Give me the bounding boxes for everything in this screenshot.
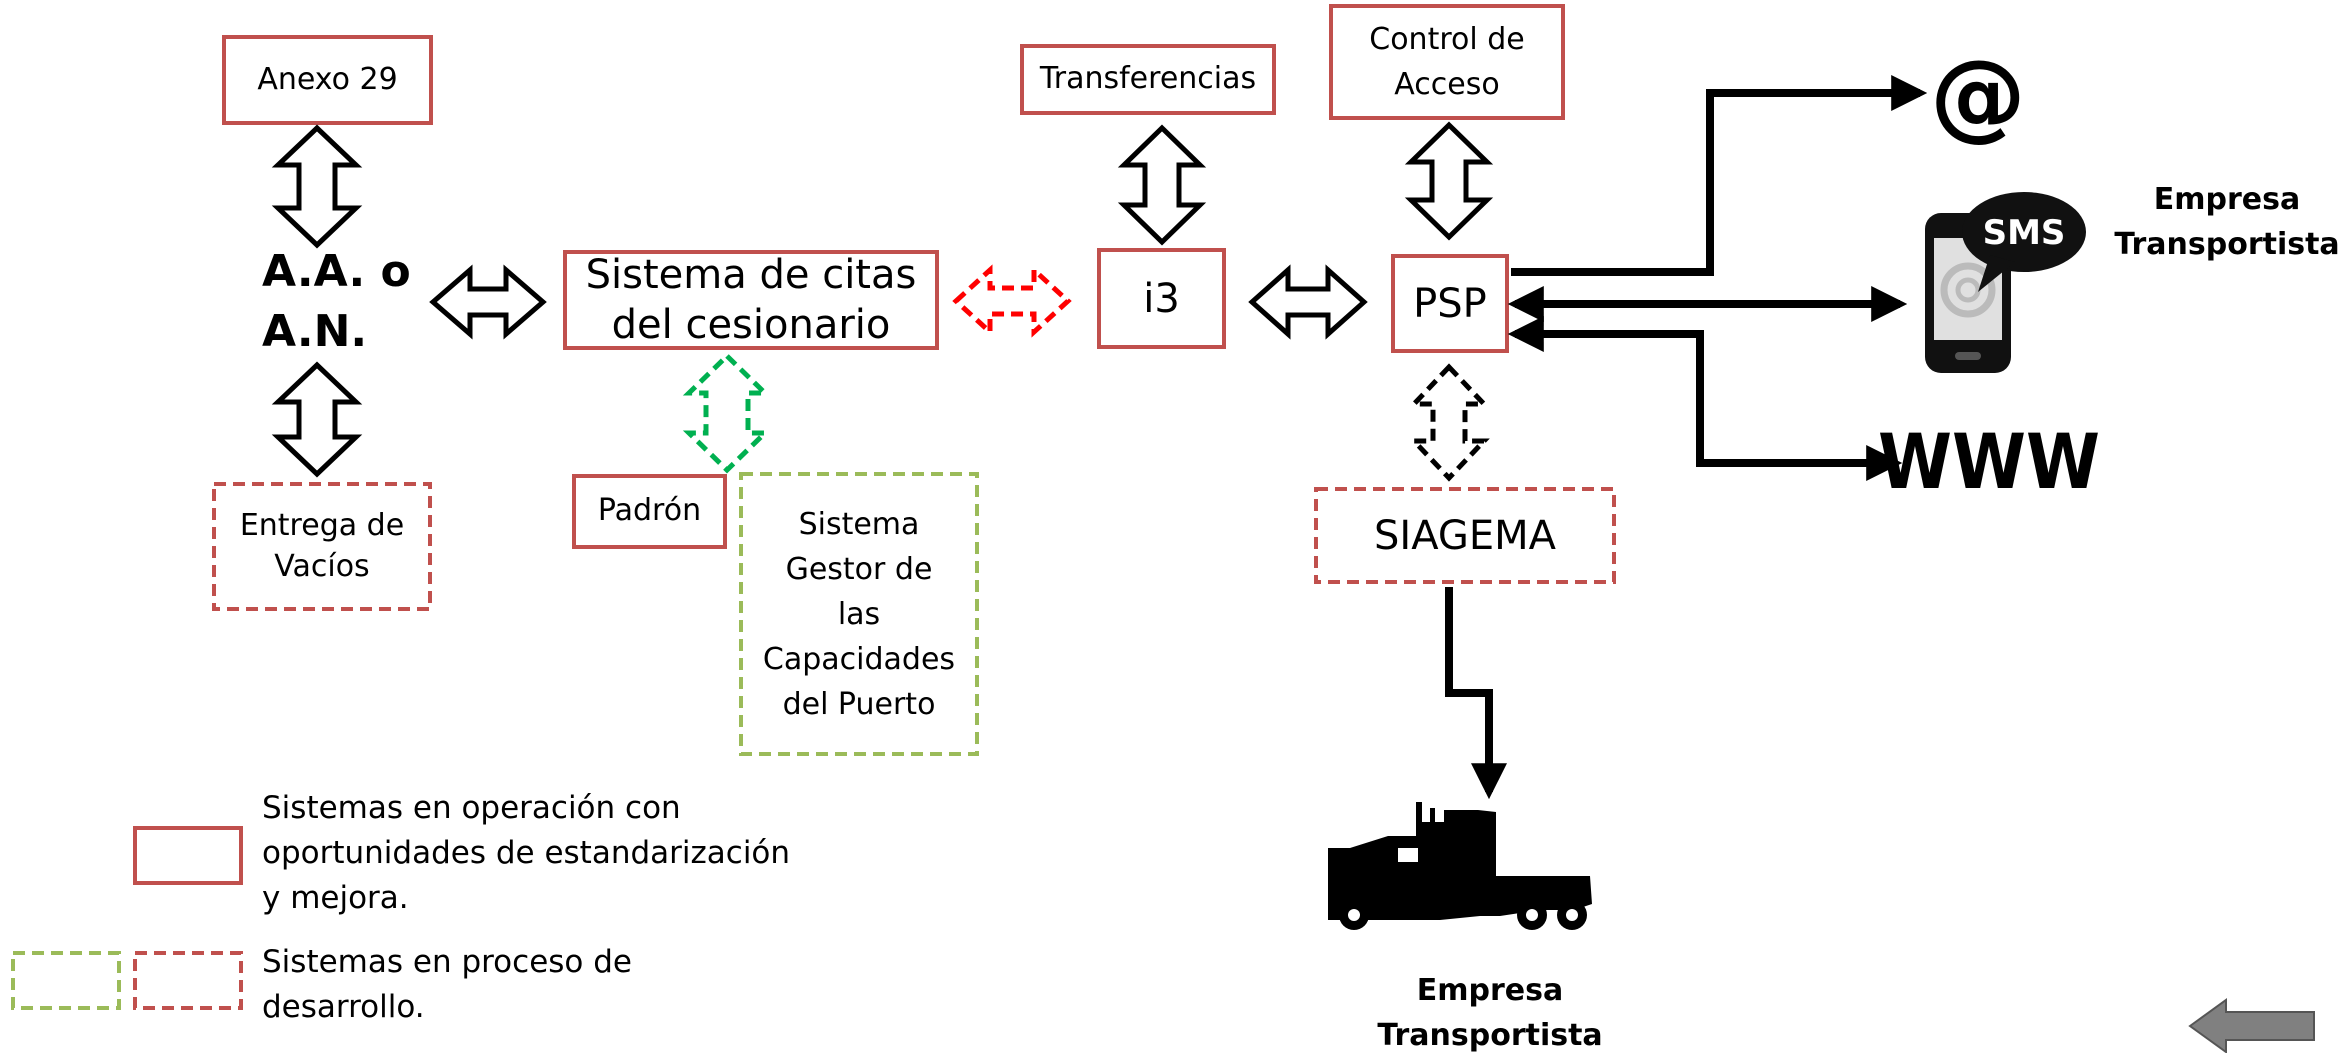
siagema-label: SIAGEMA — [1374, 512, 1556, 559]
control-label: Control de Acceso — [1369, 22, 1525, 102]
back-arrow-icon[interactable] — [2188, 998, 2315, 1053]
email-symbol: @ — [1930, 39, 2026, 151]
entrega-label: Entrega de Vacíos — [239, 508, 405, 584]
siagema-box — [1314, 487, 1616, 584]
psp-www-line — [1507, 316, 1903, 481]
i3-label: i3 — [1143, 275, 1180, 322]
double-arrow-aa-citas — [429, 264, 547, 340]
psp-box — [1391, 254, 1509, 353]
control-box — [1329, 4, 1565, 120]
double-arrow-aa-entrega — [271, 361, 363, 478]
aa-an-label-line1: A.A. o — [262, 246, 411, 297]
sms-label: SMS — [1983, 213, 2066, 253]
anexo29-label: Anexo 29 — [257, 61, 398, 97]
dashed-double-arrow-psp-siagema — [1408, 363, 1490, 482]
dashed-double-arrow-citas-gestor — [682, 352, 772, 474]
siagema-to-truck-line — [1445, 587, 1507, 800]
sms-bubble-icon: SMS — [1962, 192, 2086, 292]
legend-developing-green-swatch — [11, 951, 121, 1010]
double-arrow-i3-psp — [1248, 264, 1368, 340]
www-label: WWW — [1878, 417, 2100, 506]
legend-developing-red-swatch — [133, 951, 243, 1010]
gestor-box — [739, 472, 979, 756]
i3-box — [1097, 248, 1226, 349]
double-arrow-transferencias-i3 — [1117, 124, 1207, 246]
truck-icon — [1328, 802, 1592, 930]
double-arrow-control-psp — [1404, 121, 1494, 241]
transferencias-label: Transferencias — [1039, 61, 1257, 97]
padron-label: Padrón — [597, 493, 702, 529]
at-sign-icon: @ — [1930, 39, 2026, 151]
gestor-label: Sistema Gestor de las Capacidades del Pu… — [762, 506, 956, 722]
transferencias-box — [1020, 44, 1276, 115]
aa-an-label-line2: A.N. — [262, 306, 368, 357]
padron-box — [572, 474, 727, 549]
legend-developing-text: Sistemas en proceso de desarrollo. — [262, 944, 632, 1025]
anexo29-box — [222, 35, 433, 125]
citas-box — [563, 250, 939, 350]
legend-operating-text: Sistemas en operación con oportunidades … — [262, 790, 791, 916]
legend-operating-swatch — [133, 826, 243, 885]
entrega-box — [212, 482, 432, 611]
empresa-transportista-bottom-label: Empresa Transportista — [1377, 973, 1603, 1053]
citas-label: Sistema de citas del cesionario — [585, 252, 917, 348]
double-arrow-anexo-aa — [271, 124, 363, 249]
empresa-transportista-top-label: Empresa Transportista — [2114, 182, 2340, 262]
psp-to-email-line — [1511, 75, 1928, 276]
psp-label: PSP — [1413, 280, 1487, 327]
dashed-double-arrow-citas-i3 — [952, 264, 1072, 338]
